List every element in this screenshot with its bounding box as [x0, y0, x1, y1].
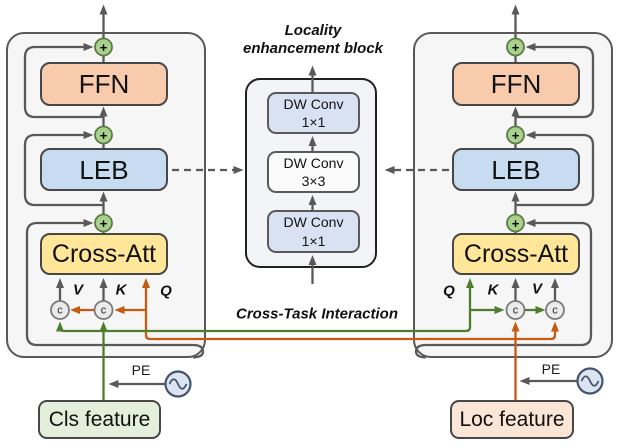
dw-conv-label: DW Conv — [283, 154, 344, 171]
dw-conv-kernel: 3×3 — [301, 173, 326, 189]
title-line-1: Locality — [284, 22, 342, 39]
dw-conv-label: DW Conv — [283, 95, 344, 112]
left-add-circle-top — [94, 37, 113, 57]
left-leb-box: LEB — [40, 148, 168, 191]
right-k-label: K — [487, 281, 499, 299]
right-v-concat-circle — [545, 300, 565, 320]
plus-icon: + — [512, 128, 520, 143]
right-crossatt-skip — [426, 219, 593, 347]
dw-conv-kernel: 1×1 — [301, 232, 326, 249]
locality-enhancement-title: Locality enhancement block — [243, 22, 383, 57]
right-v-label: V — [531, 280, 543, 298]
left-leb-skip — [23, 131, 104, 207]
cross-task-interaction-label: Cross-Task Interaction — [236, 305, 398, 323]
plus-icon: + — [512, 40, 520, 55]
concat-icon: c — [513, 305, 519, 317]
right-cross-att-box: Cross-Att — [452, 233, 580, 275]
left-crossatt-skip-loop — [192, 343, 205, 359]
right-leb-skip — [515, 131, 595, 207]
title-line-2: enhancement block — [242, 39, 384, 57]
plus-icon: + — [512, 216, 520, 231]
left-ffn-box: FFN — [40, 62, 168, 106]
left-k-label: K — [115, 281, 127, 299]
right-leb-box: LEB — [452, 148, 580, 191]
left-v-concat-circle — [50, 300, 70, 320]
right-add-circle-mid — [506, 125, 525, 145]
right-sine-wave-icon — [580, 375, 600, 387]
left-q-label: Q — [160, 282, 172, 300]
left-sine-wave-icon — [168, 378, 188, 390]
loc-to-right-v-branch — [515, 321, 559, 341]
pe-generators — [164, 367, 604, 398]
right-add-circle-top — [506, 37, 525, 57]
dw-conv-1x1-bottom-box: DW Conv 1×1 — [267, 210, 360, 253]
left-pe-label: PE — [131, 362, 151, 378]
cls-left-v-branch — [56, 321, 104, 333]
right-crossatt-skip-loop — [414, 343, 427, 359]
dw-conv-label: DW Conv — [283, 214, 344, 231]
add-nodes: + + + + + + — [94, 37, 525, 233]
dw-conv-kernel: 1×1 — [301, 114, 326, 130]
dw-conv-1x1-top-box: DW Conv 1×1 — [267, 92, 360, 134]
concat-icon: c — [552, 305, 558, 317]
plus-icon: + — [100, 216, 108, 231]
left-cross-att-box: Cross-Att — [40, 233, 168, 275]
dw-conv-3x3-box: DW Conv 3×3 — [267, 151, 360, 193]
right-k-concat-circle — [505, 300, 526, 320]
cls-to-right-q-line — [103, 278, 474, 333]
left-crossatt-skip — [25, 219, 193, 347]
left-add-circle-mid — [94, 125, 113, 145]
left-ffn-skip — [23, 43, 104, 119]
plus-icon: + — [100, 128, 108, 143]
loc-to-left-q-line — [142, 278, 516, 341]
left-v-label: V — [72, 281, 84, 299]
concat-nodes: c c c c — [50, 300, 565, 320]
loc-feature-box: Loc feature — [450, 400, 574, 439]
right-pe-label: PE — [541, 361, 561, 377]
left-add-circle-bottom — [94, 213, 113, 233]
right-ffn-skip — [515, 43, 595, 119]
right-q-label: Q — [443, 282, 455, 300]
concat-icon: c — [101, 305, 107, 317]
right-ffn-box: FFN — [452, 62, 580, 106]
plus-icon: + — [100, 40, 108, 55]
left-k-concat-circle — [93, 300, 114, 320]
concat-icon: c — [57, 305, 63, 317]
right-add-circle-bottom — [506, 213, 525, 233]
cls-feature-box: Cls feature — [38, 400, 161, 439]
